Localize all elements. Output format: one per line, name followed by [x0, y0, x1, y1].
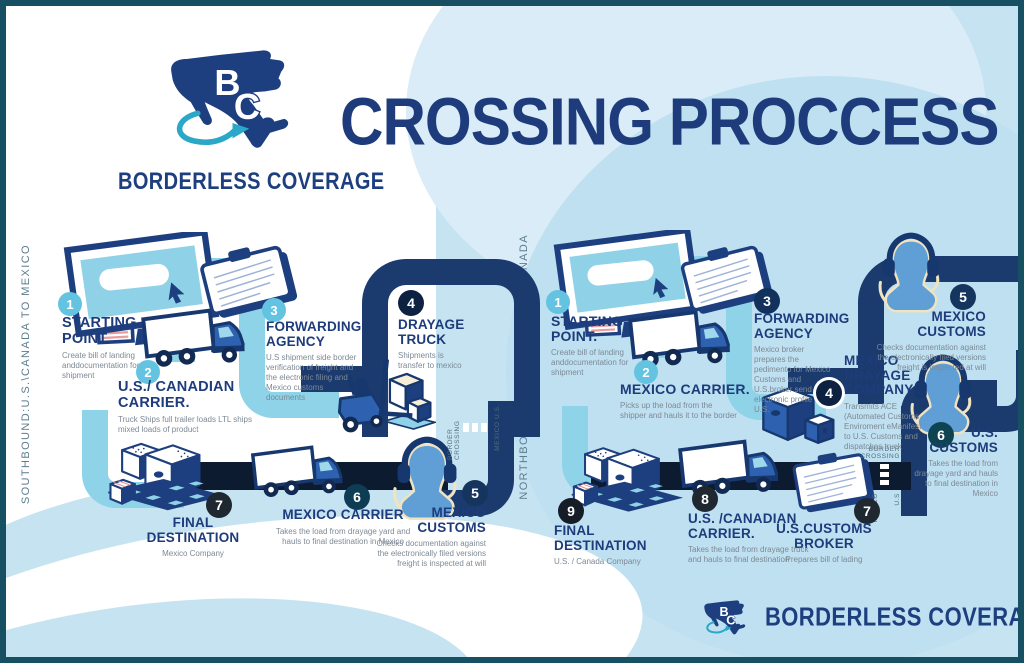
clipboard-icon [196, 244, 302, 318]
step-southbound-6: MEXICO CARRIER Takes the load from draya… [268, 507, 418, 547]
step-title: MEXICO CARRIER. [620, 381, 750, 397]
brand-wordmark: BORDERLESS COVERAGE [118, 168, 385, 195]
step-number-badge: 1 [546, 290, 570, 314]
step-title: FORWARDING AGENCY [754, 311, 850, 341]
border-crossing-label: BORDER CROSSING [447, 420, 462, 460]
step-southbound-3: FORWARDING AGENCY U.S shipment side bord… [266, 319, 370, 403]
step-number-badge: 3 [262, 298, 286, 322]
step-desc: Create bill of landing anddocumentation … [551, 348, 629, 378]
step-desc: U.S shipment side border verification of… [266, 353, 357, 403]
step-desc: Picks up the load from the shipper and h… [620, 401, 737, 421]
page-title: CROSSING PROCCESS [340, 85, 1000, 160]
step-desc: Shipments is transfer to mexico [398, 351, 462, 371]
borderless-coverage-map-icon [156, 34, 316, 162]
step-title: FINAL DESTINATION [146, 515, 240, 545]
truck-icon [249, 436, 357, 516]
step-northbound-2: MEXICO CARRIER. Picks up the load from t… [620, 381, 760, 421]
step-number-badge: 5 [462, 480, 488, 506]
step-title: U.S. CUSTOMS [929, 425, 998, 455]
footer-brand-logo: BORDERLESS COVERAGE [699, 594, 1024, 640]
step-northbound-5: MEXICO CUSTOMS Checks documentation agai… [874, 309, 986, 373]
step-title: U.S. /CANADIAN CARRIER. [688, 511, 797, 541]
border-crossing-dashes [463, 423, 487, 432]
step-southbound-7: FINAL DESTINATION Mexico Company [138, 515, 248, 559]
step-desc: Takes the load from drayage yard and hau… [275, 526, 411, 546]
step-desc: Takes the load from drayage yard and hau… [914, 459, 998, 499]
step-southbound-4: DRAYAGE TRUCK Shipments is transfer to m… [398, 317, 482, 371]
step-number-badge: 4 [398, 290, 424, 316]
borderless-coverage-map-icon [699, 594, 755, 640]
step-desc: Mexico Company [162, 549, 224, 559]
flow-path-segment [239, 294, 339, 418]
border-crossing-dashes [880, 464, 889, 485]
step-number-badge: 4 [816, 380, 842, 406]
step-desc: Takes the load from drayage truck and ha… [688, 545, 809, 565]
step-title: STARTING POINT. [62, 315, 137, 347]
background-blue-bottom-left [6, 558, 501, 657]
border-sides-label: MEXICO U.S. [494, 404, 501, 451]
step-number-badge: 1 [58, 292, 82, 316]
footer-brand-wordmark: BORDERLESS COVERAGE [765, 601, 1024, 632]
step-southbound-2: U.S./ CANADIAN CARRIER. Truck Ships full… [118, 379, 253, 435]
southbound-label: SOUTHBOUND:U.S.\CANADA TO MEXICO [20, 244, 32, 505]
step-title: MEXICO CARRIER [282, 507, 404, 522]
step-northbound-6: U.S. CUSTOMS Takes the load from drayage… [906, 425, 998, 499]
step-northbound-8: U.S. /CANADIAN CARRIER. Takes the load f… [688, 511, 816, 565]
step-number-badge: 8 [692, 486, 718, 512]
step-desc: Create bill of landing anddocumentation … [62, 351, 140, 381]
step-title: MEXICO CUSTOMS [917, 309, 986, 339]
step-desc: Checks documentation against the electro… [876, 343, 986, 373]
step-title: FORWARDING AGENCY [266, 319, 362, 349]
step-title: STARTING POINT. [551, 313, 624, 345]
step-northbound-9: FINAL DESTINATION U.S. / Canada Company [554, 523, 664, 567]
step-title: U.S./ CANADIAN CARRIER. [118, 379, 235, 411]
border-side-us-label: U.S [894, 493, 901, 506]
step-southbound-1: STARTING POINT. Create bill of landing a… [62, 315, 162, 381]
step-desc: U.S. / Canada Company [554, 557, 641, 567]
step-title: FINAL DESTINATION [554, 523, 647, 553]
step-desc: Truck Ships full trailer loads LTL ships… [118, 415, 252, 435]
brand-logo: BORDERLESS COVERAGE [118, 34, 385, 195]
step-number-badge: 2 [136, 360, 160, 384]
step-title: DRAYAGE TRUCK [398, 317, 465, 347]
step-number-badge: 5 [950, 284, 976, 310]
step-number-badge: 9 [558, 498, 584, 524]
